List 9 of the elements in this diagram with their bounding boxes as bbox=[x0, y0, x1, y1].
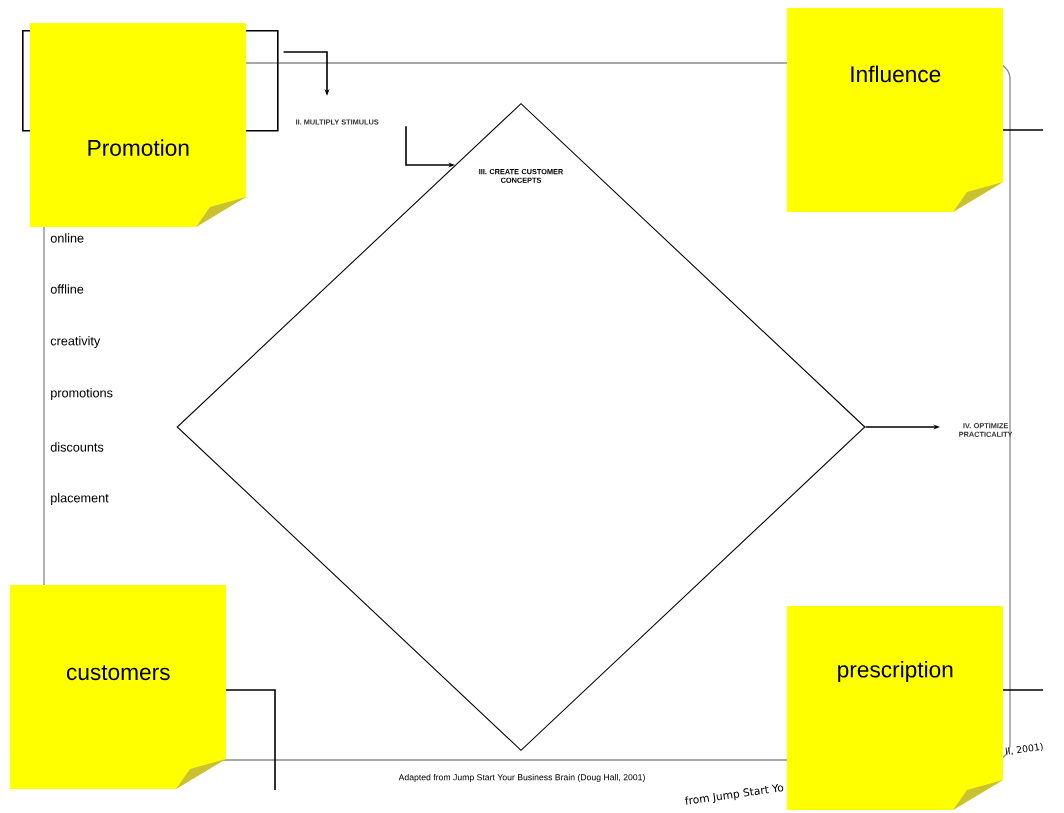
list-item: placement bbox=[51, 493, 109, 505]
list-item: promotions bbox=[51, 388, 113, 400]
list-item: discounts bbox=[50, 442, 104, 452]
sticky-note: customers bbox=[10, 585, 226, 789]
list-item: offline bbox=[50, 284, 84, 294]
list-item: creativity bbox=[50, 336, 101, 348]
sticky-note: prescription bbox=[787, 606, 1003, 810]
caption: Adapted from Jump Start Your Business Brain (Doug Hall, 2001) bbox=[398, 773, 645, 783]
sticky-note: Influence bbox=[787, 8, 1003, 212]
